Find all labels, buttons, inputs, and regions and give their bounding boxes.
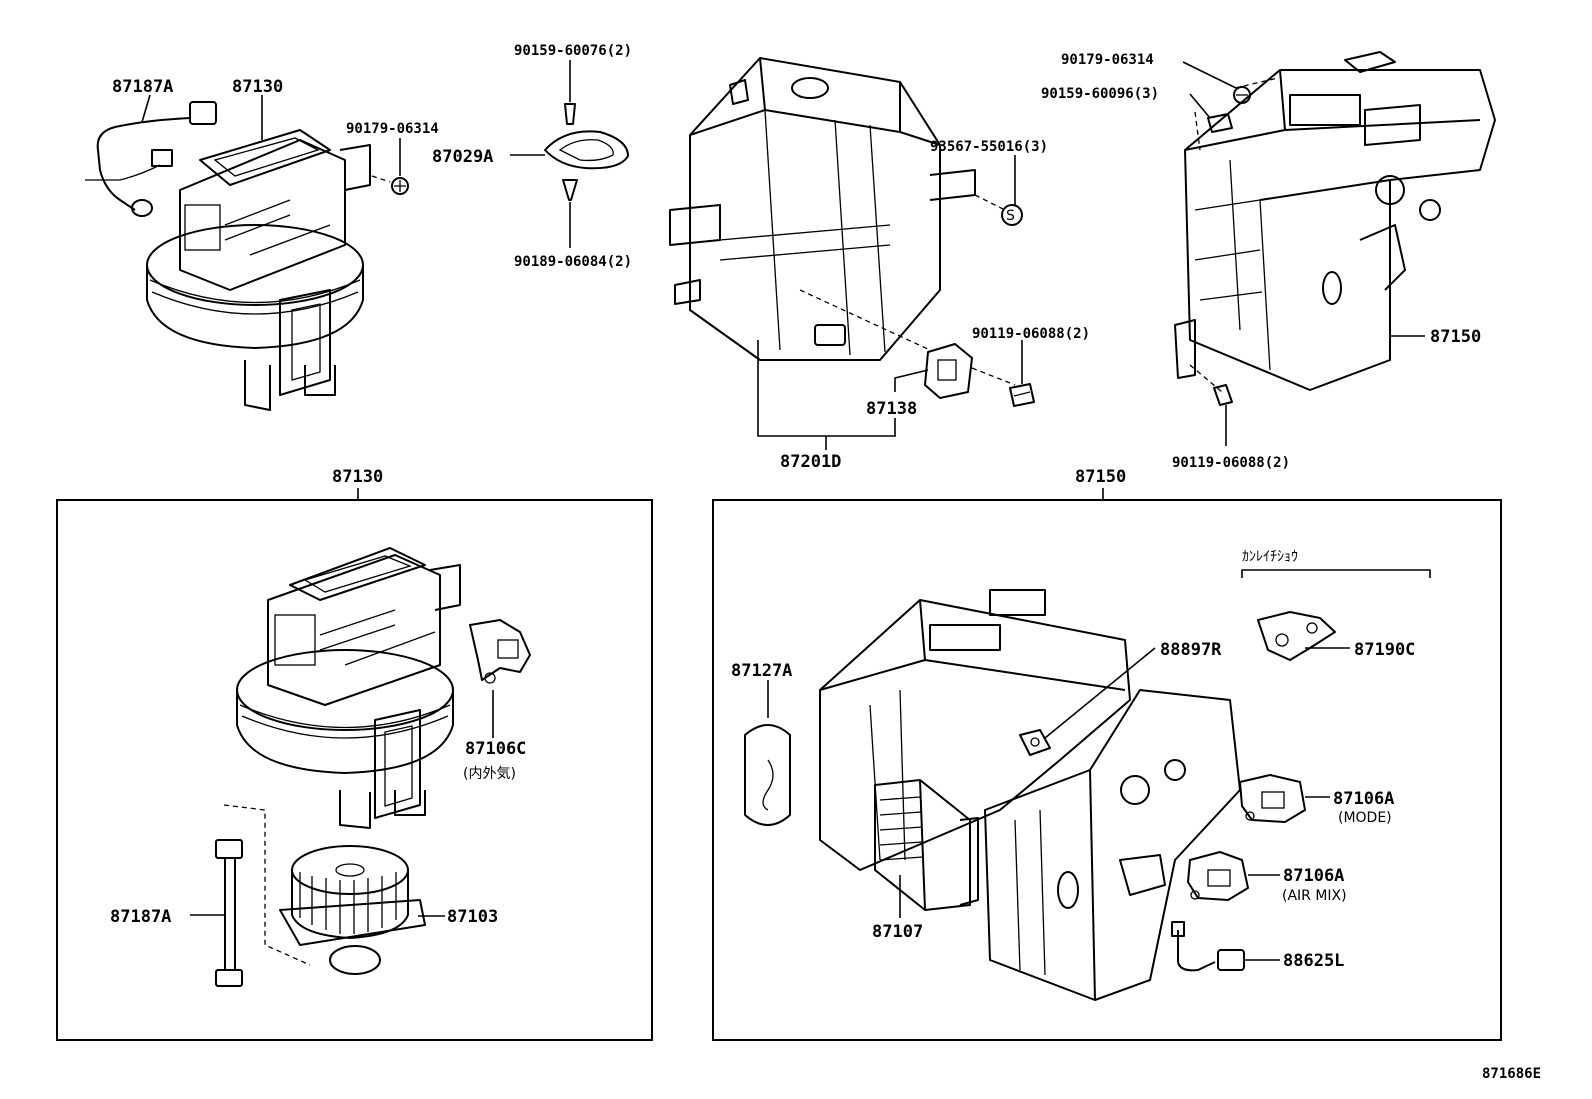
label-bolt-90159-60096: 90159-60096(3): [1041, 86, 1159, 102]
right-panel-title: 87150: [1075, 467, 1126, 487]
right-panel-frame: [712, 499, 1502, 1041]
label-seal-87029a: 87029A: [432, 147, 493, 167]
label-pad-87127a: 87127A: [731, 661, 792, 681]
damper-88897r-drawing: [1019, 729, 1051, 756]
screw-90179-top-left: [371, 175, 409, 195]
label-bolt-90119-evap: 90119-06088(2): [972, 326, 1090, 342]
servo-mode-drawing: [1239, 774, 1306, 823]
servo-airmix-drawing: [1187, 851, 1249, 901]
resistor-87187a-drawing: [215, 804, 311, 987]
label-servo-87106c: 87106C: [465, 739, 526, 759]
blower-case-drawing: [236, 547, 461, 829]
heater-core-87107-drawing: [874, 779, 979, 911]
label-evaporator-87201d: 87201D: [780, 452, 841, 472]
left-panel: 87130 87106C (内外気): [56, 467, 653, 1041]
label-motor-87103: 87103: [447, 907, 498, 927]
left-panel-title: 87130: [332, 467, 383, 487]
link-87190c-drawing: [1257, 611, 1336, 661]
label-bolt-90119-heater: 90119-06088(2): [1172, 455, 1290, 471]
heater-unit-drawing: [1174, 51, 1496, 393]
clip-93567-symbol: S: [1001, 204, 1023, 226]
label-screw-90189-06084: 90189-06084(2): [514, 254, 632, 270]
pad-87127a-drawing: [744, 724, 791, 826]
note-servo-airmix: (AIR MIX): [1282, 888, 1347, 904]
bolt-90159-60096-heater: [1207, 113, 1233, 133]
seal-87029a-drawing: [544, 103, 629, 201]
blower-motor-87103-drawing: [279, 845, 426, 975]
label-blower-87130-top: 87130: [232, 77, 283, 97]
bolt-90119-heater-bottom: [1213, 384, 1233, 406]
right-panel: 87150 ｶﾝﾚｲﾁｼｮｳ 87190C: [712, 467, 1502, 1041]
figure-code: 871686E: [1482, 1066, 1541, 1082]
clip-symbol-s: S: [1006, 208, 1015, 224]
screw-90179-heater: [1233, 86, 1251, 104]
label-harness-87187a-top: 87187A: [112, 77, 173, 97]
sensor-88625l-drawing: [1171, 921, 1245, 972]
left-panel-frame: [56, 499, 653, 1041]
label-servo-mode-87106a: 87106A: [1333, 789, 1394, 809]
label-resistor-87187a: 87187A: [110, 907, 171, 927]
note-servo-inside-outside: (内外気): [463, 766, 516, 782]
label-heater-87150-top: 87150: [1430, 327, 1481, 347]
label-sensor-88625l: 88625L: [1283, 951, 1344, 971]
note-servo-mode: (MODE): [1338, 810, 1392, 826]
wire-harness-top-drawing: [85, 101, 217, 217]
evaporator-case-drawing: [669, 57, 1006, 361]
label-screw-90179-left: 90179-06314: [346, 121, 439, 137]
sensor-87138-drawing: [924, 343, 1016, 399]
bolt-90119-evap-drawing: [1009, 383, 1035, 407]
label-servo-airmix-87106a: 87106A: [1283, 866, 1344, 886]
label-sensor-87138: 87138: [866, 399, 917, 419]
label-screw-90179-right: 90179-06314: [1061, 52, 1154, 68]
blower-unit-drawing: [146, 129, 371, 411]
label-link-87190c: 87190C: [1354, 640, 1415, 660]
label-clip-93567: 93567-55016(3): [930, 139, 1048, 155]
servo-87106c-drawing: [469, 619, 531, 684]
label-screw-90159-60076: 90159-60076(2): [514, 43, 632, 59]
label-core-87107: 87107: [872, 922, 923, 942]
label-damper-88897r: 88897R: [1160, 640, 1222, 660]
note-replacement-header: ｶﾝﾚｲﾁｼｮｳ: [1242, 549, 1298, 565]
